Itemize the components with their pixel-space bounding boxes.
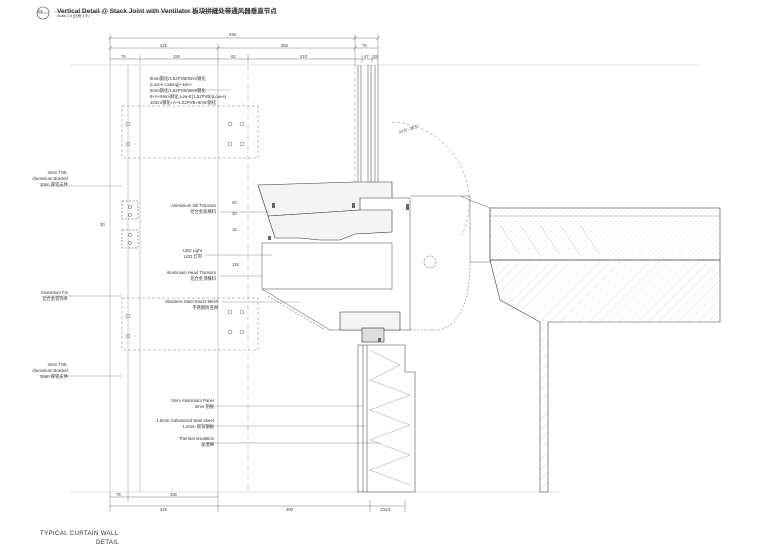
dim-top-total: 526 (229, 32, 236, 37)
bracket-bolts-top (125, 121, 245, 147)
dim-bottom-e: 134.5 (380, 507, 391, 512)
aluminium-bracket-bottom (121, 297, 259, 351)
dim-small-b: 15 (232, 227, 237, 232)
label-mesh-cn: 不锈钢防虫网 (192, 305, 218, 310)
bottom-dimensions (109, 492, 406, 512)
label-fin-cn: 铝合金装饰条 (42, 296, 68, 301)
top-dimensions (107, 34, 381, 65)
slab-edge-ventilation-cavity (410, 195, 491, 331)
footer-title-line-1: TYPICAL CURTAIN WALL (40, 530, 119, 537)
dim-side-c: 118 (232, 262, 239, 267)
bracket-bolts-bottom (125, 309, 245, 339)
dim-top-a: 225 (160, 43, 167, 48)
dim-bottom-c: 225 (160, 507, 167, 512)
label-bracket-top-cn: 3mm 厚铝支件 (40, 182, 68, 187)
dim-row2-b: 150 (173, 54, 180, 59)
label-steel-en: 1.5mm Galvanized steel sheet (156, 418, 214, 423)
dim-bottom-a: 75 (116, 492, 121, 497)
glass-unit (357, 65, 379, 182)
label-fin-en: Aluminium Fin (40, 290, 68, 295)
reference-gridlines (70, 64, 700, 493)
dim-top-c: 75 (362, 43, 367, 48)
leader-lines (40, 89, 380, 444)
glass-spec-line-5: 10mm钢化+A+1.52PVB+8mm钢化 (150, 100, 217, 105)
label-bracket-top-en1: 3mm THK. (47, 170, 68, 175)
label-head-cn: 铝合金顶横料 (190, 276, 216, 281)
label-bracket-top-en2: Aluminium Bracket (32, 176, 68, 181)
sill-transom-profile (257, 181, 393, 241)
dim-small-a: 40 (232, 200, 237, 205)
label-sill-en: Aluminium Sill Transom (171, 203, 216, 208)
fin-joint-bolts (121, 200, 139, 249)
head-transom-profile (339, 311, 401, 343)
detail-number: 01 (38, 9, 44, 14)
label-insulation-cn: 保温棉 (201, 442, 214, 447)
concrete-slab (489, 207, 721, 493)
thermal-insulation (369, 349, 411, 486)
label-bracket-bottom-cn: 3mm 厚铝支件 (40, 374, 68, 379)
dim-top-b: 350 (281, 43, 288, 48)
dim-bottom-d: 300 (286, 507, 293, 512)
label-head-en: Aluminium Head Transom (166, 270, 216, 275)
dim-row2-c: 62 (231, 54, 236, 59)
glass-spec-line-1: 8mm钢化/1.52PVB/8mm钢化 (150, 76, 206, 81)
label-panel-en: 3mm Aluminium Panel (171, 398, 214, 403)
footer-title-line-2: DETAIL (96, 539, 120, 546)
label-steel-cn: 1.5mm 镀锌钢板 (182, 424, 214, 429)
glass-spec-line-3: 8mm钢化/1.52PVB/8mm钢化 (150, 88, 206, 93)
detail-scale: Scale 1:5 (比例 1:5) (57, 14, 89, 18)
label-led-cn: LED 灯带 (183, 254, 202, 259)
label-sill-cn: 铝合金底横料 (190, 209, 216, 214)
dim-row2-e: 47 (364, 54, 369, 59)
vent-swing-arc (391, 121, 470, 236)
spandrel-panel (357, 344, 416, 493)
label-bracket-bottom-en1: 3mm THK. (47, 362, 68, 367)
detail-title: Vertical Detail @ Stack Joint with Venti… (57, 8, 277, 15)
dim-side-b: 30 (232, 211, 237, 216)
glass-spec-line-4: 8+A+8mm钢化,Low-E(1.52PVB)(Low-e) (150, 94, 227, 99)
glass-spec-line-2: (Low-e coating)+16A+ (150, 82, 193, 87)
sealant-details (268, 203, 409, 342)
label-mesh-en: Stainless Steel Insect Mesh (165, 299, 218, 304)
label-insulation-en: Thermal insulation (178, 436, 214, 441)
dim-side-a: 30 (100, 222, 105, 227)
dim-bottom-b: 150 (170, 492, 177, 497)
aluminium-bracket-top (121, 105, 259, 159)
detail-number-bubble (36, 6, 50, 20)
label-led-en: LED Light (183, 248, 202, 253)
dim-row2-f: 28 (373, 54, 378, 59)
dim-row2-a: 75 (121, 54, 126, 59)
label-bracket-bottom-en2: Aluminium Bracket (32, 368, 68, 373)
dim-row2-d: 210 (300, 54, 307, 59)
label-panel-cn: 3mm 铝板 (194, 404, 214, 409)
